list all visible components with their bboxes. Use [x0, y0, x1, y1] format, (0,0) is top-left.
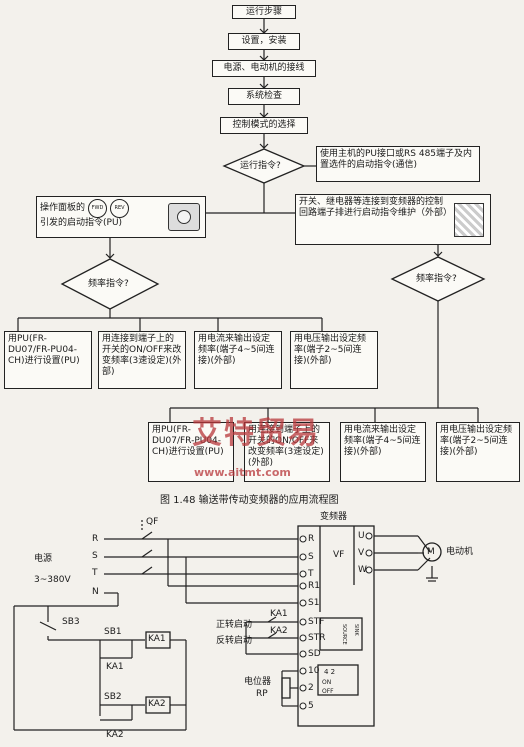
panel-start-label-2: 引发的启动指令(PU) — [40, 218, 123, 228]
install-box: 设置，安装 — [228, 33, 300, 50]
inverter-label: 变频器 — [320, 512, 348, 522]
freq-diamond-right — [390, 256, 486, 302]
pot-label: 电位器 — [244, 677, 272, 687]
rev-key-icon: REV — [110, 199, 130, 218]
right-opt-pu: 用PU(FR-DU07/FR-PU04-CH)进行设置(PU) — [148, 422, 234, 482]
switch-start-box: 开关、继电器等连接到变频器的控制回路端子排进行启动指令维护（外部） — [295, 194, 491, 245]
term-str: STR — [308, 633, 326, 643]
left-opt-voltage: 用电压输出设定频率(端子2~5间连接)(外部) — [290, 331, 378, 389]
ka2-coil-label: KA2 — [148, 699, 166, 709]
right-opt-voltage: 用电压输出设定频率(端子2~5间连接)(外部) — [436, 422, 520, 482]
left-opt-pu: 用PU(FR-DU07/FR-PU04-CH)进行设置(PU) — [4, 331, 92, 389]
relay-switch-icon — [454, 203, 484, 237]
left-opt-voltage-label: 用电压输出设定频率(端子2~5间连接)(外部) — [294, 334, 367, 366]
left-opt-current: 用电流来输出设定频率(端子4~5间连接)(外部) — [194, 331, 282, 389]
inv-term-v: V — [358, 548, 365, 558]
ka1-coil-label: KA1 — [148, 634, 166, 644]
right-opt-3speed-label: 用连接到端子上的开关的ON/OFF来改变频率(3速设定)(外部) — [248, 425, 324, 468]
start-box: 运行步骤 — [232, 5, 296, 19]
right-opt-pu-label: 用PU(FR-DU07/FR-PU04-CH)进行设置(PU) — [152, 425, 224, 457]
pu-link-box: 使用主机的PU接口或RS 485端子及内置选件的启动指令(通信) — [316, 146, 480, 182]
left-opt-current-label: 用电流来输出设定频率(端子4~5间连接)(外部) — [198, 334, 275, 366]
inv-term-s1: S1 — [308, 598, 320, 608]
inv-term-w: W — [358, 565, 367, 575]
wiring-box: 电源、电动机的接线 — [212, 60, 316, 77]
wiring-label: 电源、电动机的接线 — [223, 63, 305, 73]
fwd-start-label: 正转启动 — [216, 620, 253, 630]
fwd-key-icon: FWD — [88, 199, 108, 218]
figure-caption: 图 1.48 输送带传动变频器的应用流程图 — [160, 495, 339, 506]
ka2-contact-label: KA2 — [270, 626, 288, 636]
ka2-hold-label: KA2 — [106, 730, 124, 740]
watermark-brand: 艾特贸易 — [192, 416, 320, 451]
neutral-label: N — [92, 587, 99, 597]
right-opt-current-label: 用电流来输出设定频率(端子4~5间连接)(外部) — [344, 425, 421, 457]
motor-label: 电动机 — [446, 547, 474, 557]
phase-r-label: R — [92, 534, 99, 544]
dip-numbers: 4 2 — [324, 668, 336, 676]
sb1-label: SB1 — [104, 627, 122, 637]
qf-label: QF — [146, 517, 159, 527]
freq-question-right: 频率指令? — [416, 274, 457, 284]
left-opt-3speed: 用连接到端子上的开关的ON/OFF来改变频率(3速设定)(外部) — [98, 331, 186, 389]
operation-panel-icon — [168, 203, 200, 231]
rev-start-label: 反转启动 — [216, 636, 253, 646]
panel-start-line: 操作面板的 FWD REV — [40, 199, 202, 218]
term-stf: STF — [308, 617, 325, 627]
phase-s-label: S — [92, 551, 98, 561]
right-opt-voltage-label: 用电压输出设定频率(端子2~5间连接)(外部) — [440, 425, 513, 457]
panel-start-label: 操作面板的 — [40, 203, 86, 213]
term-2: 2 — [308, 683, 314, 693]
pot-rp-label: RP — [256, 689, 268, 699]
inv-term-u: U — [358, 531, 365, 541]
mode-select-label: 控制模式的选择 — [232, 120, 296, 130]
term-10: 10 — [308, 666, 320, 676]
mode-select-box: 控制模式的选择 — [220, 117, 308, 134]
source-label: SOURCE — [341, 624, 347, 645]
check-label: 系统检查 — [245, 91, 282, 101]
start-label: 运行步骤 — [245, 6, 282, 17]
switch-start-label: 开关、继电器等连接到变频器的控制回路端子排进行启动指令维护（外部） — [299, 197, 453, 218]
panel-start-box: 操作面板的 FWD REV 引发的启动指令(PU) — [36, 196, 206, 238]
pu-link-label: 使用主机的PU接口或RS 485端子及内置选件的启动指令(通信) — [320, 149, 473, 170]
ka1-hold-label: KA1 — [106, 662, 124, 672]
inv-term-t: T — [308, 569, 314, 579]
inv-term-s: S — [308, 552, 314, 562]
watermark-url: www.aitmt.com — [194, 466, 291, 479]
left-opt-pu-label: 用PU(FR-DU07/FR-PU04-CH)进行设置(PU) — [8, 334, 80, 366]
ka1-contact-label: KA1 — [270, 609, 288, 619]
dip-on-label: ON — [322, 679, 332, 686]
inv-term-r: R — [308, 534, 315, 544]
run-cmd-diamond — [222, 148, 306, 184]
power-label: 电源 — [34, 554, 53, 564]
term-sd: SD — [308, 649, 321, 659]
phase-t-label: T — [92, 568, 98, 578]
power-voltage-label: 3~380V — [34, 575, 71, 585]
term-5: 5 — [308, 701, 314, 711]
freq-diamond-left — [60, 258, 160, 310]
run-cmd-question: 运行指令? — [240, 161, 281, 171]
right-opt-current: 用电流来输出设定频率(端子4~5间连接)(外部) — [340, 422, 426, 482]
dip-off-label: OFF — [322, 688, 334, 695]
vf-label: VF — [333, 550, 345, 560]
sink-label: SINK — [353, 624, 359, 636]
freq-question-left: 频率指令? — [88, 279, 129, 289]
motor-icon: M — [427, 547, 435, 557]
inv-term-r1: R1 — [308, 581, 320, 591]
check-box: 系统检查 — [228, 88, 300, 105]
sb3-label: SB3 — [62, 617, 80, 627]
left-opt-3speed-label: 用连接到端子上的开关的ON/OFF来改变频率(3速设定)(外部) — [102, 334, 182, 377]
right-opt-3speed: 用连接到端子上的开关的ON/OFF来改变频率(3速设定)(外部) — [244, 422, 330, 482]
sb2-label: SB2 — [104, 692, 122, 702]
install-label: 设置，安装 — [241, 36, 287, 46]
